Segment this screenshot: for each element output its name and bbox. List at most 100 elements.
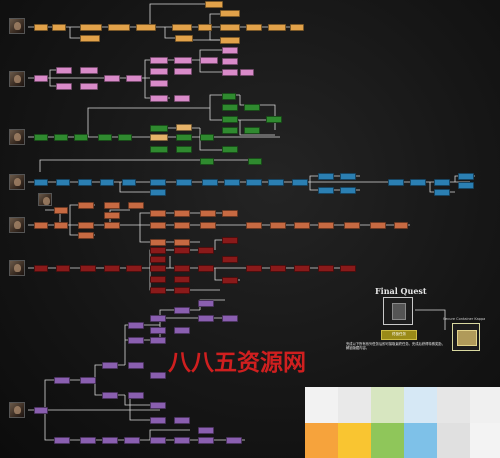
quest-node[interactable]	[150, 256, 166, 263]
quest-node[interactable]	[34, 134, 48, 141]
quest-node[interactable]	[52, 24, 66, 31]
quest-node[interactable]	[198, 247, 214, 254]
quest-node[interactable]	[268, 179, 284, 186]
quest-node[interactable]	[198, 300, 214, 307]
quest-node[interactable]	[102, 362, 118, 369]
quest-node[interactable]	[128, 362, 144, 369]
quest-node[interactable]	[244, 104, 260, 111]
quest-node[interactable]	[34, 407, 48, 414]
quest-node[interactable]	[174, 57, 192, 64]
quest-node[interactable]	[54, 134, 68, 141]
quest-node[interactable]	[150, 315, 166, 322]
quest-node[interactable]	[222, 237, 238, 244]
quest-node[interactable]	[246, 179, 262, 186]
quest-node[interactable]	[175, 35, 193, 42]
quest-node[interactable]	[150, 327, 166, 334]
quest-node[interactable]	[318, 187, 334, 194]
quest-node[interactable]	[344, 222, 360, 229]
quest-node[interactable]	[340, 187, 356, 194]
quest-node[interactable]	[136, 24, 156, 31]
quest-node[interactable]	[34, 24, 48, 31]
trader-portrait-mechanic[interactable]	[9, 217, 25, 233]
quest-node[interactable]	[174, 222, 190, 229]
quest-node[interactable]	[104, 75, 120, 82]
quest-node[interactable]	[246, 24, 262, 31]
quest-node[interactable]	[174, 276, 190, 283]
quest-node[interactable]	[128, 202, 144, 209]
quest-node[interactable]	[458, 173, 474, 180]
quest-node[interactable]	[176, 179, 192, 186]
quest-node[interactable]	[220, 24, 240, 31]
quest-node[interactable]	[80, 437, 96, 444]
quest-node[interactable]	[222, 93, 236, 100]
quest-node[interactable]	[270, 222, 286, 229]
quest-node[interactable]	[458, 182, 474, 189]
quest-node[interactable]	[150, 57, 168, 64]
quest-node[interactable]	[294, 265, 310, 272]
quest-node[interactable]	[34, 222, 48, 229]
trader-portrait-prapor[interactable]	[9, 18, 25, 34]
quest-node[interactable]	[128, 322, 144, 329]
quest-node[interactable]	[150, 437, 166, 444]
quest-node[interactable]	[80, 35, 100, 42]
quest-node[interactable]	[370, 222, 386, 229]
quest-node[interactable]	[150, 179, 166, 186]
quest-node[interactable]	[222, 47, 238, 54]
quest-node[interactable]	[56, 265, 70, 272]
quest-node[interactable]	[104, 202, 120, 209]
quest-node[interactable]	[34, 265, 48, 272]
trader-portrait-skier[interactable]	[9, 129, 25, 145]
quest-node[interactable]	[174, 95, 190, 102]
quest-node[interactable]	[128, 392, 144, 399]
quest-node[interactable]	[174, 287, 190, 294]
quest-node[interactable]	[102, 437, 118, 444]
quest-node[interactable]	[122, 179, 136, 186]
quest-node[interactable]	[104, 222, 120, 229]
quest-node[interactable]	[226, 437, 242, 444]
quest-node[interactable]	[56, 67, 72, 74]
quest-node[interactable]	[200, 158, 214, 165]
quest-node[interactable]	[78, 222, 94, 229]
quest-node[interactable]	[150, 372, 166, 379]
quest-node[interactable]	[118, 134, 132, 141]
quest-node[interactable]	[124, 437, 140, 444]
quest-node[interactable]	[174, 239, 190, 246]
quest-node[interactable]	[174, 247, 190, 254]
quest-node[interactable]	[200, 134, 214, 141]
quest-node[interactable]	[80, 24, 102, 31]
quest-node[interactable]	[150, 402, 166, 409]
quest-node[interactable]	[150, 146, 168, 153]
quest-node[interactable]	[150, 276, 166, 283]
quest-node[interactable]	[174, 327, 190, 334]
quest-node[interactable]	[80, 67, 98, 74]
quest-node[interactable]	[198, 24, 212, 31]
quest-node[interactable]	[222, 210, 238, 217]
quest-node[interactable]	[222, 146, 238, 153]
quest-node[interactable]	[150, 222, 166, 229]
quest-node[interactable]	[224, 179, 240, 186]
quest-node[interactable]	[246, 265, 262, 272]
quest-node[interactable]	[56, 179, 70, 186]
quest-node[interactable]	[174, 417, 190, 424]
quest-node[interactable]	[126, 265, 142, 272]
quest-node[interactable]	[54, 222, 68, 229]
quest-node[interactable]	[174, 68, 192, 75]
quest-node[interactable]	[266, 116, 282, 123]
quest-node[interactable]	[198, 315, 214, 322]
quest-node[interactable]	[54, 437, 70, 444]
quest-node[interactable]	[222, 69, 238, 76]
quest-node[interactable]	[150, 95, 168, 102]
quest-node[interactable]	[176, 134, 192, 141]
quest-node[interactable]	[340, 173, 356, 180]
quest-node[interactable]	[150, 417, 166, 424]
quest-node[interactable]	[200, 210, 216, 217]
quest-node[interactable]	[150, 247, 166, 254]
quest-node[interactable]	[150, 239, 166, 246]
quest-node[interactable]	[174, 307, 190, 314]
quest-node[interactable]	[198, 437, 214, 444]
trader-portrait-peacekeeper[interactable]	[9, 174, 25, 190]
quest-node[interactable]	[410, 179, 426, 186]
quest-node[interactable]	[246, 222, 262, 229]
reward-container-icon[interactable]	[452, 323, 480, 351]
quest-node[interactable]	[205, 1, 223, 8]
